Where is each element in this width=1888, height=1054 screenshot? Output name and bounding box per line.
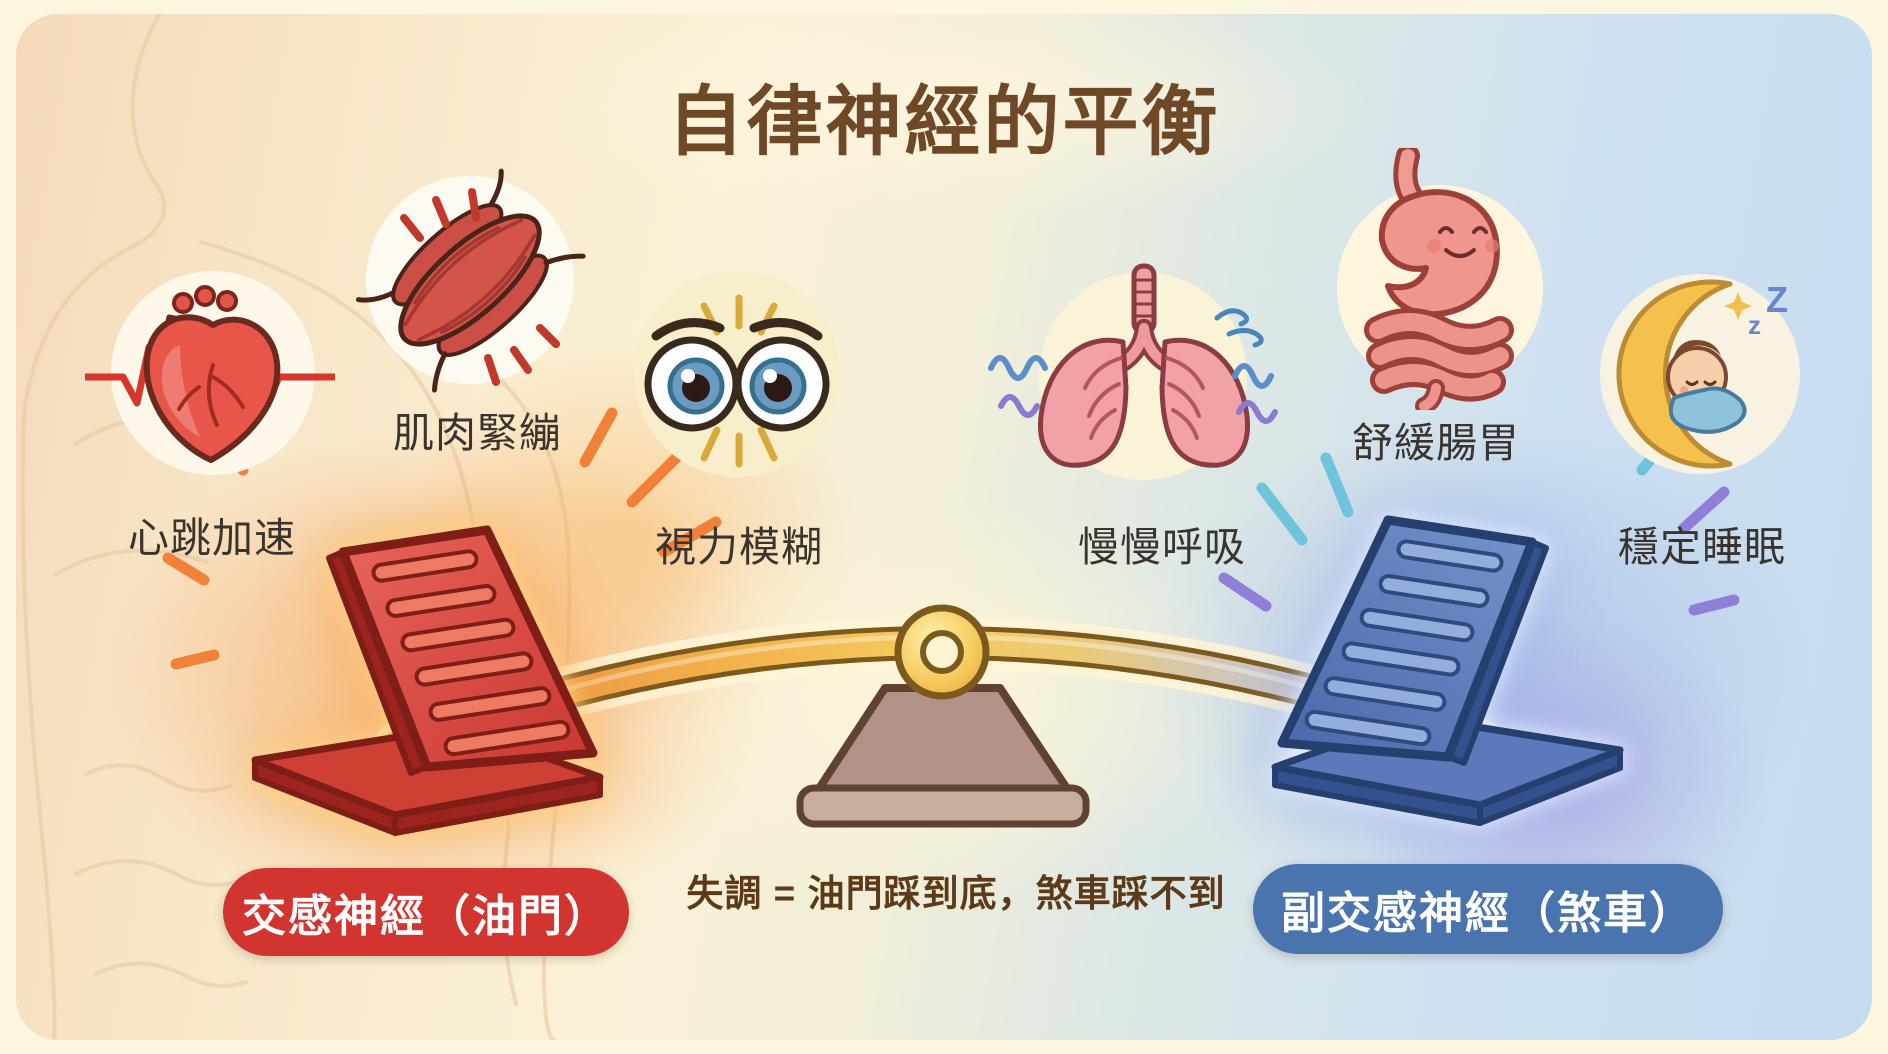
label-stable-sleep: 穩定睡眠 [1618,524,1786,570]
sleep-moon-icon: z Z [1600,274,1800,474]
svg-text:z: z [1748,310,1761,340]
heart-ecg-icon [85,271,335,475]
label-muscle-tension: 肌肉緊繃 [393,410,561,456]
svg-text:Z: Z [1766,279,1788,320]
label-blurred-vision: 視力模糊 [655,524,823,570]
brake-pedal-illustration [1271,515,1624,826]
label-soothe-gut: 舒緩腸胃 [1352,420,1520,466]
wide-eyes-icon [634,271,840,477]
page-title: 自律神經的平衡 [667,80,1221,165]
parasympathetic-pill: 副交感神經（煞車） [1253,864,1723,954]
label-heart-rate: 心跳加速 [128,515,296,561]
infographic-panel: 自律神經的平衡 [16,14,1872,1040]
stomach-gut-icon [1337,148,1543,410]
seesaw-pivot [894,604,990,700]
muscle-icon [356,168,586,393]
imbalance-caption: 失調 = 油門踩到底，煞車踩不到 [686,873,1226,914]
sympathetic-pill: 交感神經（油門） [223,868,629,956]
lungs-breath-icon [988,263,1278,480]
seesaw-fulcrum [796,684,1090,828]
label-slow-breathing: 慢慢呼吸 [1078,524,1246,570]
